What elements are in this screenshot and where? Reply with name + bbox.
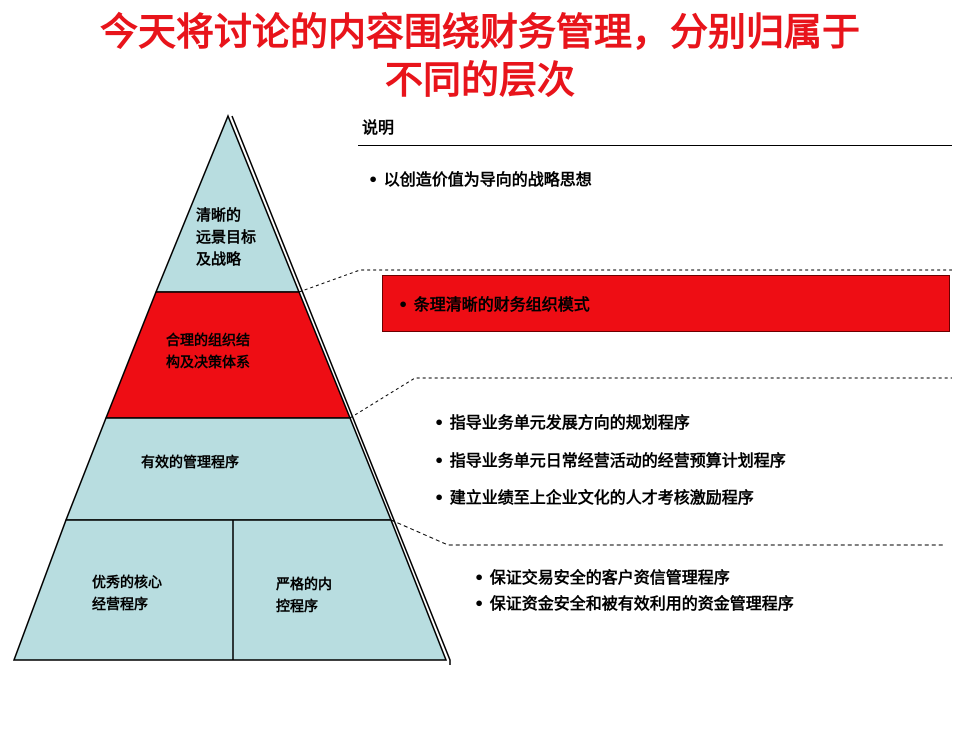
connector-3	[390, 519, 945, 546]
tier-label-management: 有效的管理程序	[141, 455, 239, 471]
explanation-rule	[358, 145, 952, 146]
bullet-strategy: 以创造价值为导向的战略思想	[368, 169, 592, 191]
tier-label-core-ops: 优秀的核心 经营程序	[92, 575, 162, 613]
bullet-organization: 条理清晰的财务组织模式	[398, 294, 590, 316]
tier-label-organization: 合理的组织结 构及决策体系	[166, 333, 250, 371]
pyramid-shadow	[231, 115, 451, 665]
tier-label-vision: 清晰的 远景目标 及战略	[196, 206, 257, 268]
bullet-funds: 保证资金安全和被有效利用的资金管理程序	[474, 593, 794, 615]
bullet-talent: 建立业绩至上企业文化的人才考核激励程序	[434, 487, 754, 509]
bullet-planning: 指导业务单元发展方向的规划程序	[434, 412, 690, 434]
bullet-credit: 保证交易安全的客户资信管理程序	[474, 567, 730, 589]
connector-2	[349, 377, 952, 419]
bullet-budget: 指导业务单元日常经营活动的经营预算计划程序	[434, 450, 786, 472]
page-title: 今天将讨论的内容围绕财务管理，分别归属于不同的层次	[99, 10, 860, 102]
explanation-heading: 说明	[362, 118, 395, 137]
tier-label-internal-control: 严格的内 控程序	[276, 577, 332, 615]
pyramid-tier-base	[12, 519, 448, 661]
